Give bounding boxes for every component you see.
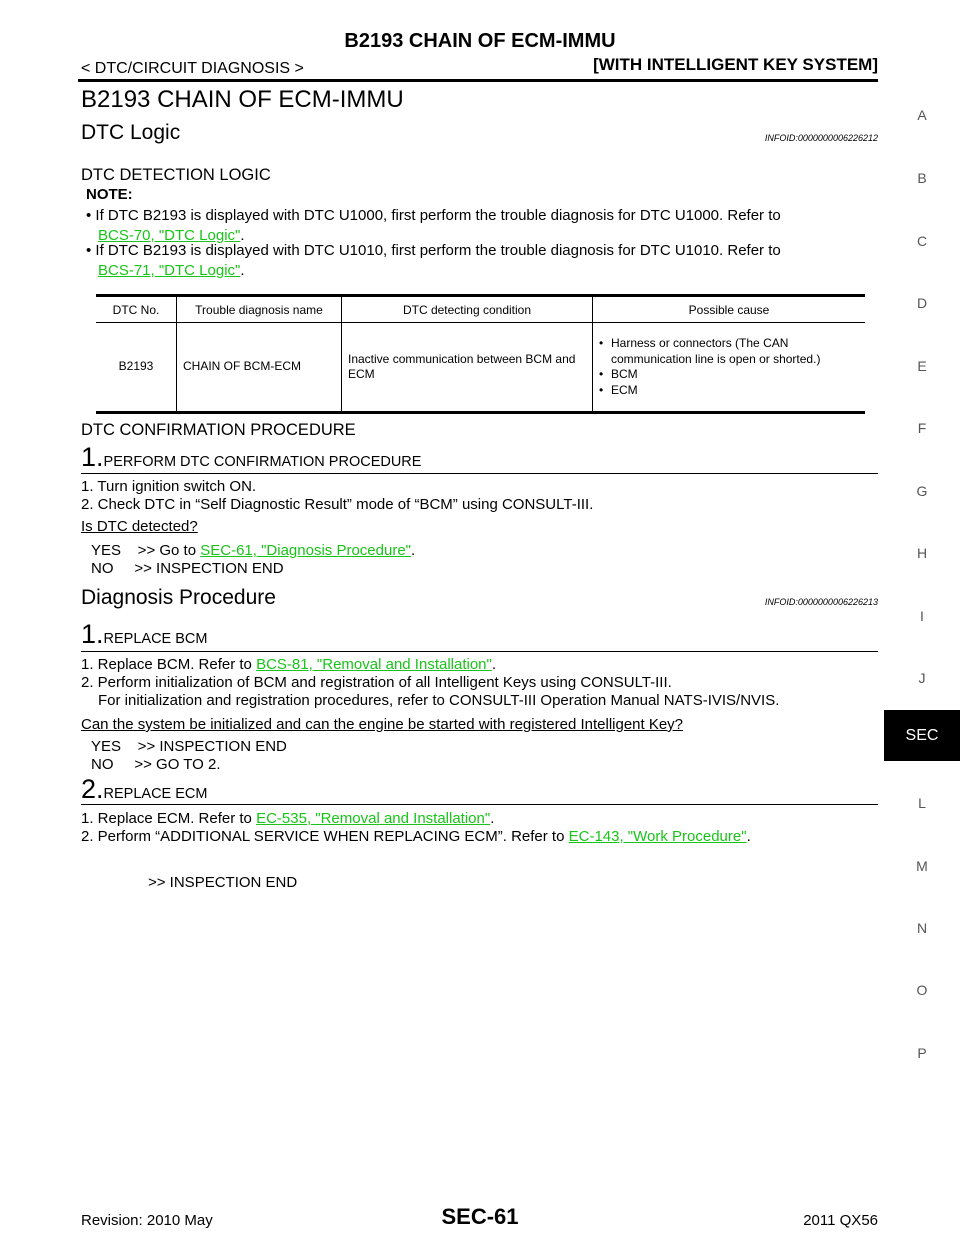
cell-trouble-name: CHAIN OF BCM-ECM [176, 322, 342, 414]
side-index-sec-active[interactable]: SEC [884, 710, 960, 761]
side-index-o[interactable]: O [916, 982, 928, 998]
header-title: B2193 CHAIN OF ECM-IMMU [344, 30, 616, 52]
diag1-item-2-cont: For initialization and registration proc… [98, 692, 780, 709]
diag-step-2: 2.REPLACE ECM [81, 776, 207, 803]
diag1-yes: YES >> INSPECTION END [91, 738, 287, 755]
step-rule [81, 651, 878, 652]
header-breadcrumb: < DTC/CIRCUIT DIAGNOSIS > [81, 60, 304, 77]
side-index-h[interactable]: H [916, 545, 928, 561]
col-possible-cause: Possible cause [592, 294, 865, 323]
header-rule [78, 79, 878, 82]
confirm-item-2: 2. Check DTC in “Self Diagnostic Result”… [81, 496, 594, 513]
link-ec-143[interactable]: EC-143, "Work Procedure" [568, 828, 747, 845]
side-index-g[interactable]: G [916, 483, 928, 499]
side-index-m[interactable]: M [916, 858, 928, 874]
table-row: B2193 CHAIN OF BCM-ECM Inactive communic… [96, 322, 865, 414]
confirm-step-1: 1.PERFORM DTC CONFIRMATION PROCEDURE [81, 444, 421, 471]
cell-dtc-no: B2193 [96, 322, 177, 414]
confirm-no: NO >> INSPECTION END [91, 560, 284, 577]
confirm-item-1: 1. Turn ignition switch ON. [81, 478, 257, 495]
side-index-j[interactable]: J [918, 670, 926, 686]
side-index-c[interactable]: C [916, 233, 928, 249]
diag1-item-1: 1. Replace BCM. Refer to BCS-81, "Remova… [81, 656, 497, 673]
cell-possible-cause: Harness or connectors (The CAN communica… [592, 322, 865, 414]
link-ec-535[interactable]: EC-535, "Removal and Installation" [256, 810, 491, 827]
diag1-item-2: 2. Perform initialization of BCM and reg… [81, 674, 672, 691]
note-label: NOTE: [86, 186, 133, 203]
link-bcs-71[interactable]: BCS-71, "DTC Logic" [98, 262, 241, 279]
diagnosis-heading: Diagnosis Procedure [81, 586, 276, 609]
footer-revision: Revision: 2010 May [81, 1212, 213, 1229]
diag2-end: >> INSPECTION END [148, 874, 298, 891]
cause-item: Harness or connectors (The CAN communica… [599, 336, 859, 367]
header-system: [WITH INTELLIGENT KEY SYSTEM] [593, 55, 878, 74]
confirm-yes: YES >> Go to SEC-61, "Diagnosis Procedur… [91, 542, 416, 559]
diag1-question: Can the system be initialized and can th… [81, 716, 684, 733]
dtc-table: DTC No. Trouble diagnosis name DTC detec… [96, 294, 865, 414]
side-index-p[interactable]: P [917, 1045, 927, 1061]
link-bcs-70[interactable]: BCS-70, "DTC Logic" [98, 227, 241, 244]
link-bcs-81[interactable]: BCS-81, "Removal and Installation" [256, 656, 492, 673]
step-title: PERFORM DTC CONFIRMATION PROCEDURE [103, 454, 422, 470]
link-sec-61[interactable]: SEC-61, "Diagnosis Procedure" [200, 542, 411, 559]
page-number: SEC-61 [441, 1204, 519, 1229]
dtc-logic-heading: DTC Logic [81, 121, 181, 144]
step-rule [81, 804, 878, 805]
side-index-f[interactable]: F [917, 420, 927, 436]
dtc-logic-infoid: INFOID:0000000006226212 [764, 133, 878, 143]
step-number: 1. [81, 442, 104, 472]
side-index-a[interactable]: A [917, 107, 927, 123]
diag-step-1: 1.REPLACE BCM [81, 621, 207, 648]
note-item-2: • If DTC B2193 is displayed with DTC U10… [86, 242, 781, 279]
step-number: 1. [81, 619, 104, 649]
confirm-question: Is DTC detected? [81, 518, 198, 535]
page-title: B2193 CHAIN OF ECM-IMMU [81, 86, 404, 113]
step-title: REPLACE ECM [103, 786, 208, 802]
col-trouble-name: Trouble diagnosis name [176, 294, 342, 323]
dtc-confirmation-heading: DTC CONFIRMATION PROCEDURE [81, 421, 356, 439]
cell-condition: Inactive communication between BCM and E… [341, 322, 593, 414]
step-rule [81, 473, 878, 474]
side-index-l[interactable]: L [918, 795, 926, 811]
step-number: 2. [81, 774, 104, 804]
col-dtc-no: DTC No. [96, 294, 177, 323]
cause-item: ECM [599, 383, 859, 399]
diagnosis-infoid: INFOID:0000000006226213 [764, 597, 878, 607]
cause-item: BCM [599, 367, 859, 383]
step-title: REPLACE BCM [103, 631, 208, 647]
side-index-b[interactable]: B [917, 170, 927, 186]
side-index-n[interactable]: N [916, 920, 928, 936]
diag2-item-2: 2. Perform “ADDITIONAL SERVICE WHEN REPL… [81, 828, 751, 845]
side-index-i[interactable]: I [920, 608, 924, 624]
col-condition: DTC detecting condition [341, 294, 593, 323]
diag1-no: NO >> GO TO 2. [91, 756, 221, 773]
dtc-detection-heading: DTC DETECTION LOGIC [81, 166, 271, 184]
side-index-d[interactable]: D [916, 295, 928, 311]
side-index-e[interactable]: E [917, 358, 927, 374]
diag2-item-1: 1. Replace ECM. Refer to EC-535, "Remova… [81, 810, 495, 827]
footer-model: 2011 QX56 [803, 1212, 878, 1229]
note-item-1: • If DTC B2193 is displayed with DTC U10… [86, 207, 781, 244]
